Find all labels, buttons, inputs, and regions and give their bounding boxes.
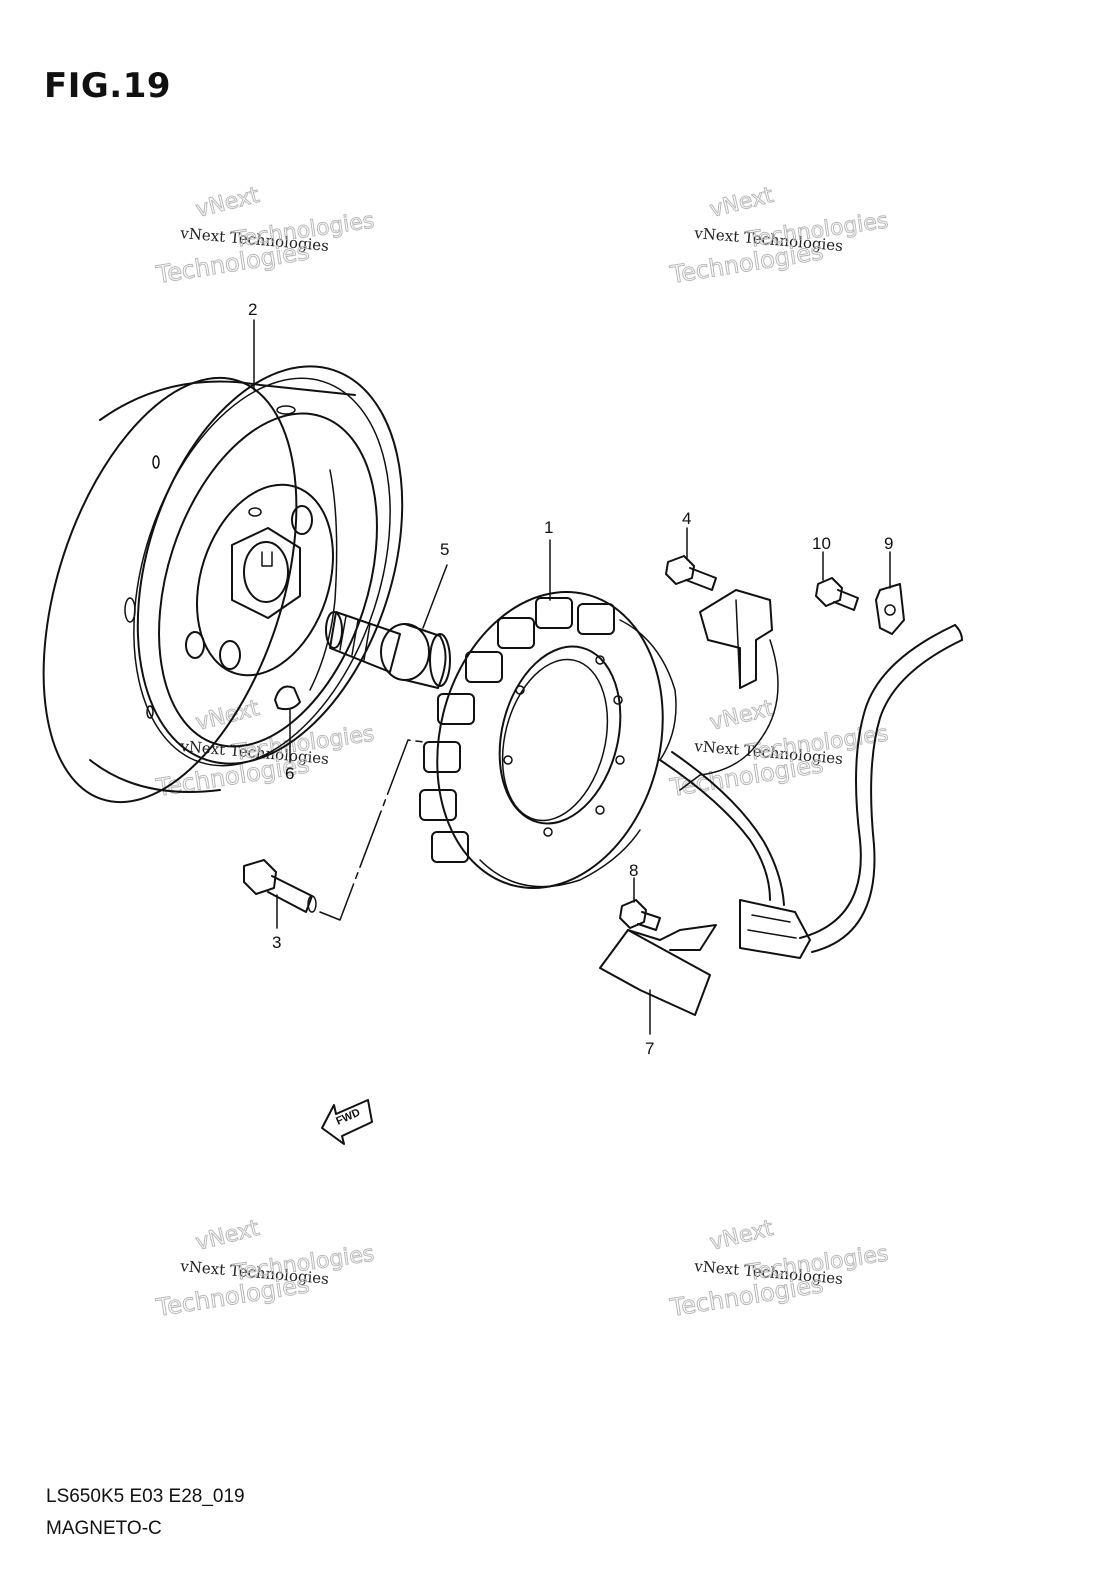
key-drawing: [274, 685, 301, 711]
leader-line-5: [422, 564, 448, 629]
wire-guide-drawing: [599, 924, 717, 1016]
drawing-code: LS650K5 E03 E28_019: [46, 1486, 245, 1507]
callout-4: 4: [682, 509, 691, 528]
stator-bolt-drawing: [243, 859, 317, 913]
rotor-bolt-drawing: [325, 611, 451, 689]
svg-text:vNext: vNext: [193, 696, 262, 736]
svg-text:vNext: vNext: [707, 1216, 776, 1256]
drawing-name: MAGNETO-C: [46, 1518, 162, 1539]
wire-clamp-hole: [884, 604, 896, 616]
wire-clamp-drawing: [875, 583, 905, 635]
figure-title: FIG.19: [44, 66, 172, 106]
svg-text:vNext: vNext: [193, 183, 262, 223]
svg-text:vNext: vNext: [193, 1216, 262, 1256]
callout-8: 8: [629, 861, 638, 880]
assembly-line-3: [319, 739, 425, 921]
watermark-top-left: vNext vNext Technologies Technologies Te…: [153, 182, 376, 289]
pickup-coil-drawing: [679, 589, 779, 791]
flywheel-rotor-drawing: [42, 365, 404, 804]
wire-harness-drawing: [659, 624, 963, 959]
callout-9: 9: [884, 534, 893, 553]
svg-text:vNext: vNext: [707, 183, 776, 223]
forward-arrow-icon: FWD: [321, 1099, 373, 1145]
guide-screw-drawing: [619, 899, 661, 931]
callout-10: 10: [812, 534, 831, 553]
callout-6: 6: [285, 764, 294, 783]
callout-7: 7: [645, 1039, 654, 1058]
stator-drawing: [419, 591, 677, 889]
pickup-screw-drawing: [665, 555, 717, 591]
watermark-bottom-right: vNext vNext Technologies Technologies Te…: [667, 1215, 890, 1322]
callout-5: 5: [440, 540, 449, 559]
clamp-screw-drawing: [815, 577, 859, 611]
callout-2: 2: [248, 300, 257, 319]
watermark-top-right: vNext vNext Technologies Technologies Te…: [667, 182, 890, 289]
callout-3: 3: [272, 933, 281, 952]
watermark-bottom-left: vNext vNext Technologies Technologies Te…: [153, 1215, 376, 1322]
callout-1: 1: [544, 518, 553, 537]
